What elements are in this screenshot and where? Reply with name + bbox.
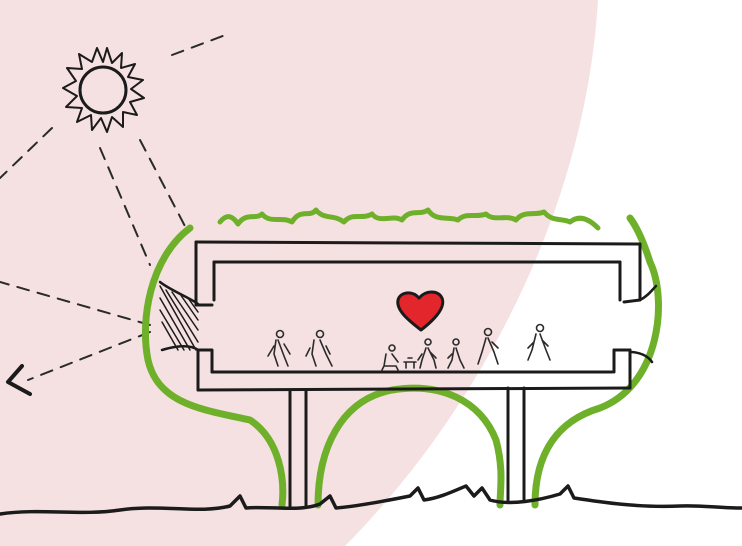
person-figure <box>528 325 550 361</box>
